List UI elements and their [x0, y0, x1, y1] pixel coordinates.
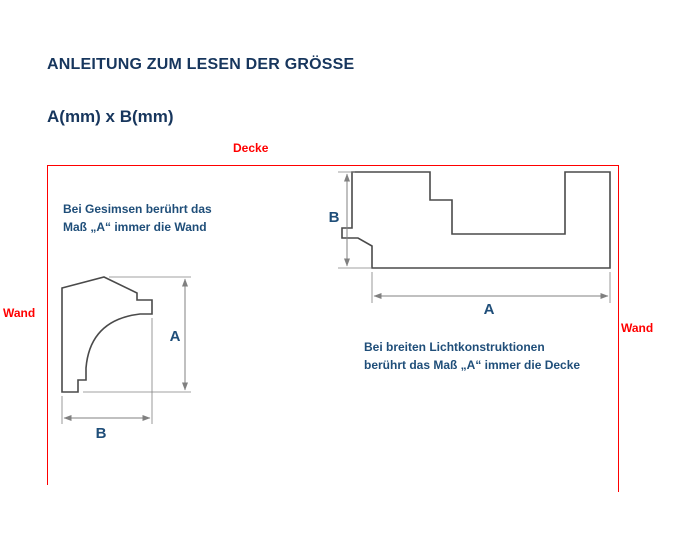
- ceiling-line: [47, 165, 619, 166]
- light-note-line2: berührt das Maß „A“ immer die Decke: [364, 358, 581, 372]
- wall-label-right: Wand: [621, 321, 654, 335]
- dim-a-label: A: [484, 301, 495, 318]
- light-note-line1: Bei breiten Lichtkonstruktionen: [364, 340, 545, 354]
- dim-b-label: B: [329, 209, 340, 226]
- light-note: Bei breiten Lichtkonstruktionen berührt …: [364, 338, 580, 374]
- size-format-label: A(mm) x B(mm): [47, 107, 174, 126]
- ceiling-label: Decke: [233, 141, 269, 155]
- wall-label-left: Wand: [3, 306, 36, 320]
- wall-line-right: [618, 165, 619, 492]
- light-profile-diagram: B A: [329, 171, 611, 318]
- dim-a-label: A: [170, 328, 181, 345]
- cornice-note: Bei Gesimsen berührt das Maß „A“ immer d…: [63, 200, 212, 236]
- wall-line-left: [47, 165, 48, 485]
- cornice-note-line1: Bei Gesimsen berührt das: [63, 202, 212, 216]
- light-profile-outline: [341, 171, 611, 269]
- dim-b-label: B: [96, 425, 107, 442]
- page-title: ANLEITUNG ZUM LESEN DER GRÖSSE: [47, 56, 355, 73]
- cornice-profile-diagram: A B: [61, 276, 191, 442]
- cornice-profile-outline: [61, 276, 153, 393]
- cornice-note-line2: Maß „A“ immer die Wand: [63, 220, 207, 234]
